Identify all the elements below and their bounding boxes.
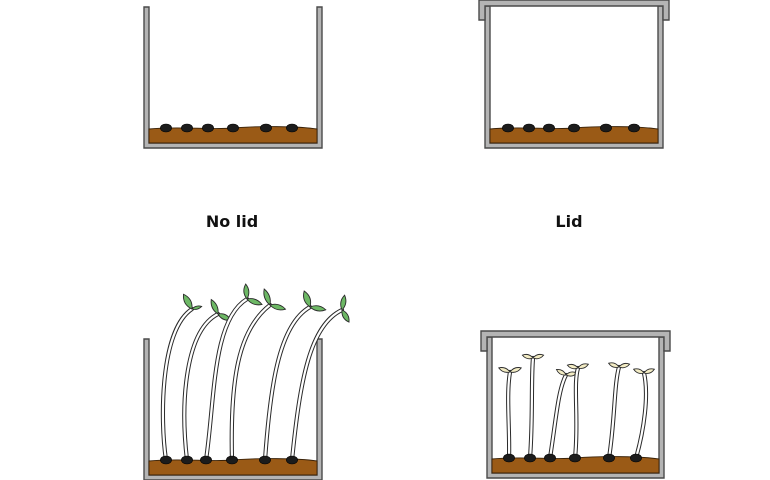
label-no-lid: No lid	[205, 212, 259, 231]
container-no-lid-seedlings	[143, 283, 350, 480]
cotyledon-leaf	[618, 362, 631, 369]
cotyledon-leaf	[632, 368, 645, 374]
seed	[502, 123, 514, 133]
cotyledon-leaf	[246, 298, 263, 306]
stem	[573, 366, 580, 460]
cotyledon-leaf	[263, 288, 271, 306]
seed	[200, 455, 212, 465]
seed	[259, 455, 271, 465]
cotyledon-leaf	[521, 353, 534, 360]
stem	[204, 297, 249, 462]
container-lid-seeds	[478, 0, 670, 149]
seed	[260, 123, 272, 133]
label-lid: Lid	[555, 212, 583, 231]
seed	[160, 123, 172, 133]
lid	[480, 330, 671, 352]
seed	[568, 123, 580, 133]
cotyledon-leaf	[341, 309, 350, 323]
cotyledon-leaf	[210, 298, 219, 315]
seed	[543, 123, 555, 133]
cotyledon-leaf	[555, 368, 567, 376]
stem	[528, 356, 535, 460]
seed	[630, 453, 642, 463]
cotyledon-leaf	[243, 283, 250, 300]
container-no-lid-seeds	[143, 6, 323, 149]
stem	[263, 305, 312, 462]
cotyledon-leaf	[182, 293, 193, 310]
lid	[478, 0, 670, 21]
seed	[603, 453, 615, 463]
seed	[544, 453, 556, 463]
stem	[507, 370, 512, 460]
cotyledon-leaf	[577, 363, 590, 369]
seed	[524, 453, 536, 463]
seed	[226, 455, 238, 465]
stem	[548, 373, 568, 460]
seed	[227, 123, 239, 133]
cotyledon-leaf	[269, 303, 287, 311]
cotyledon-leaf	[497, 367, 511, 373]
stem	[634, 371, 648, 460]
cotyledon-leaf	[532, 353, 545, 360]
seed	[600, 123, 612, 133]
cotyledon-leaf	[191, 305, 203, 310]
seed	[628, 123, 640, 133]
cotyledon-leaf	[509, 367, 523, 373]
seed	[569, 453, 581, 463]
cotyledon-leaf	[607, 362, 620, 368]
seed	[181, 455, 193, 465]
seed	[523, 123, 535, 133]
cotyledon-leaf	[309, 305, 327, 312]
stem	[607, 365, 621, 460]
cotyledon-leaf	[566, 363, 579, 370]
container-walls	[143, 6, 323, 149]
stem	[230, 303, 272, 462]
cotyledon-leaf	[643, 368, 656, 374]
stem	[183, 312, 220, 462]
stem	[290, 308, 344, 462]
cotyledon-leaf	[340, 294, 347, 311]
stem	[161, 307, 194, 462]
seed	[286, 455, 298, 465]
stem-outline	[203, 296, 250, 463]
seed	[202, 123, 214, 133]
cotyledon-leaf	[303, 290, 312, 308]
seed	[181, 123, 193, 133]
seed	[160, 455, 172, 465]
container-lid-seedlings	[480, 330, 671, 479]
seed	[503, 453, 515, 463]
seed	[286, 123, 298, 133]
